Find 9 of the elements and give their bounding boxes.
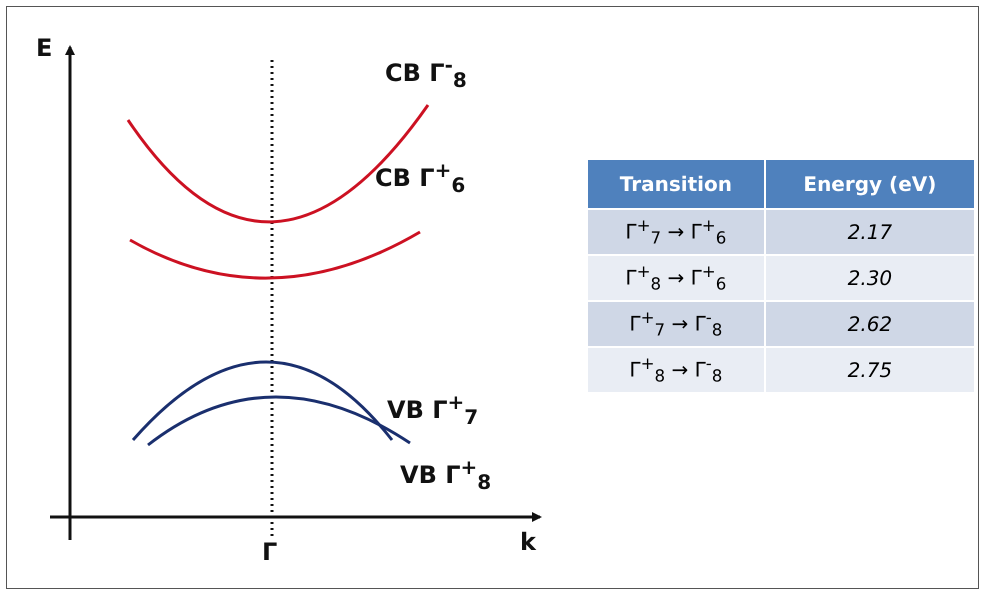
table-cell: 2.62 — [764, 301, 975, 347]
table-header-cell: Transition — [588, 160, 765, 209]
axis-label: E — [36, 36, 52, 60]
table-cell: 2.75 — [764, 347, 975, 393]
tick-label: Γ — [262, 540, 278, 564]
table-header-cell: Energy (eV) — [764, 160, 975, 209]
table-cell: 2.30 — [764, 255, 975, 301]
axis-label: k — [520, 530, 536, 554]
table-cell: 2.17 — [764, 209, 975, 255]
